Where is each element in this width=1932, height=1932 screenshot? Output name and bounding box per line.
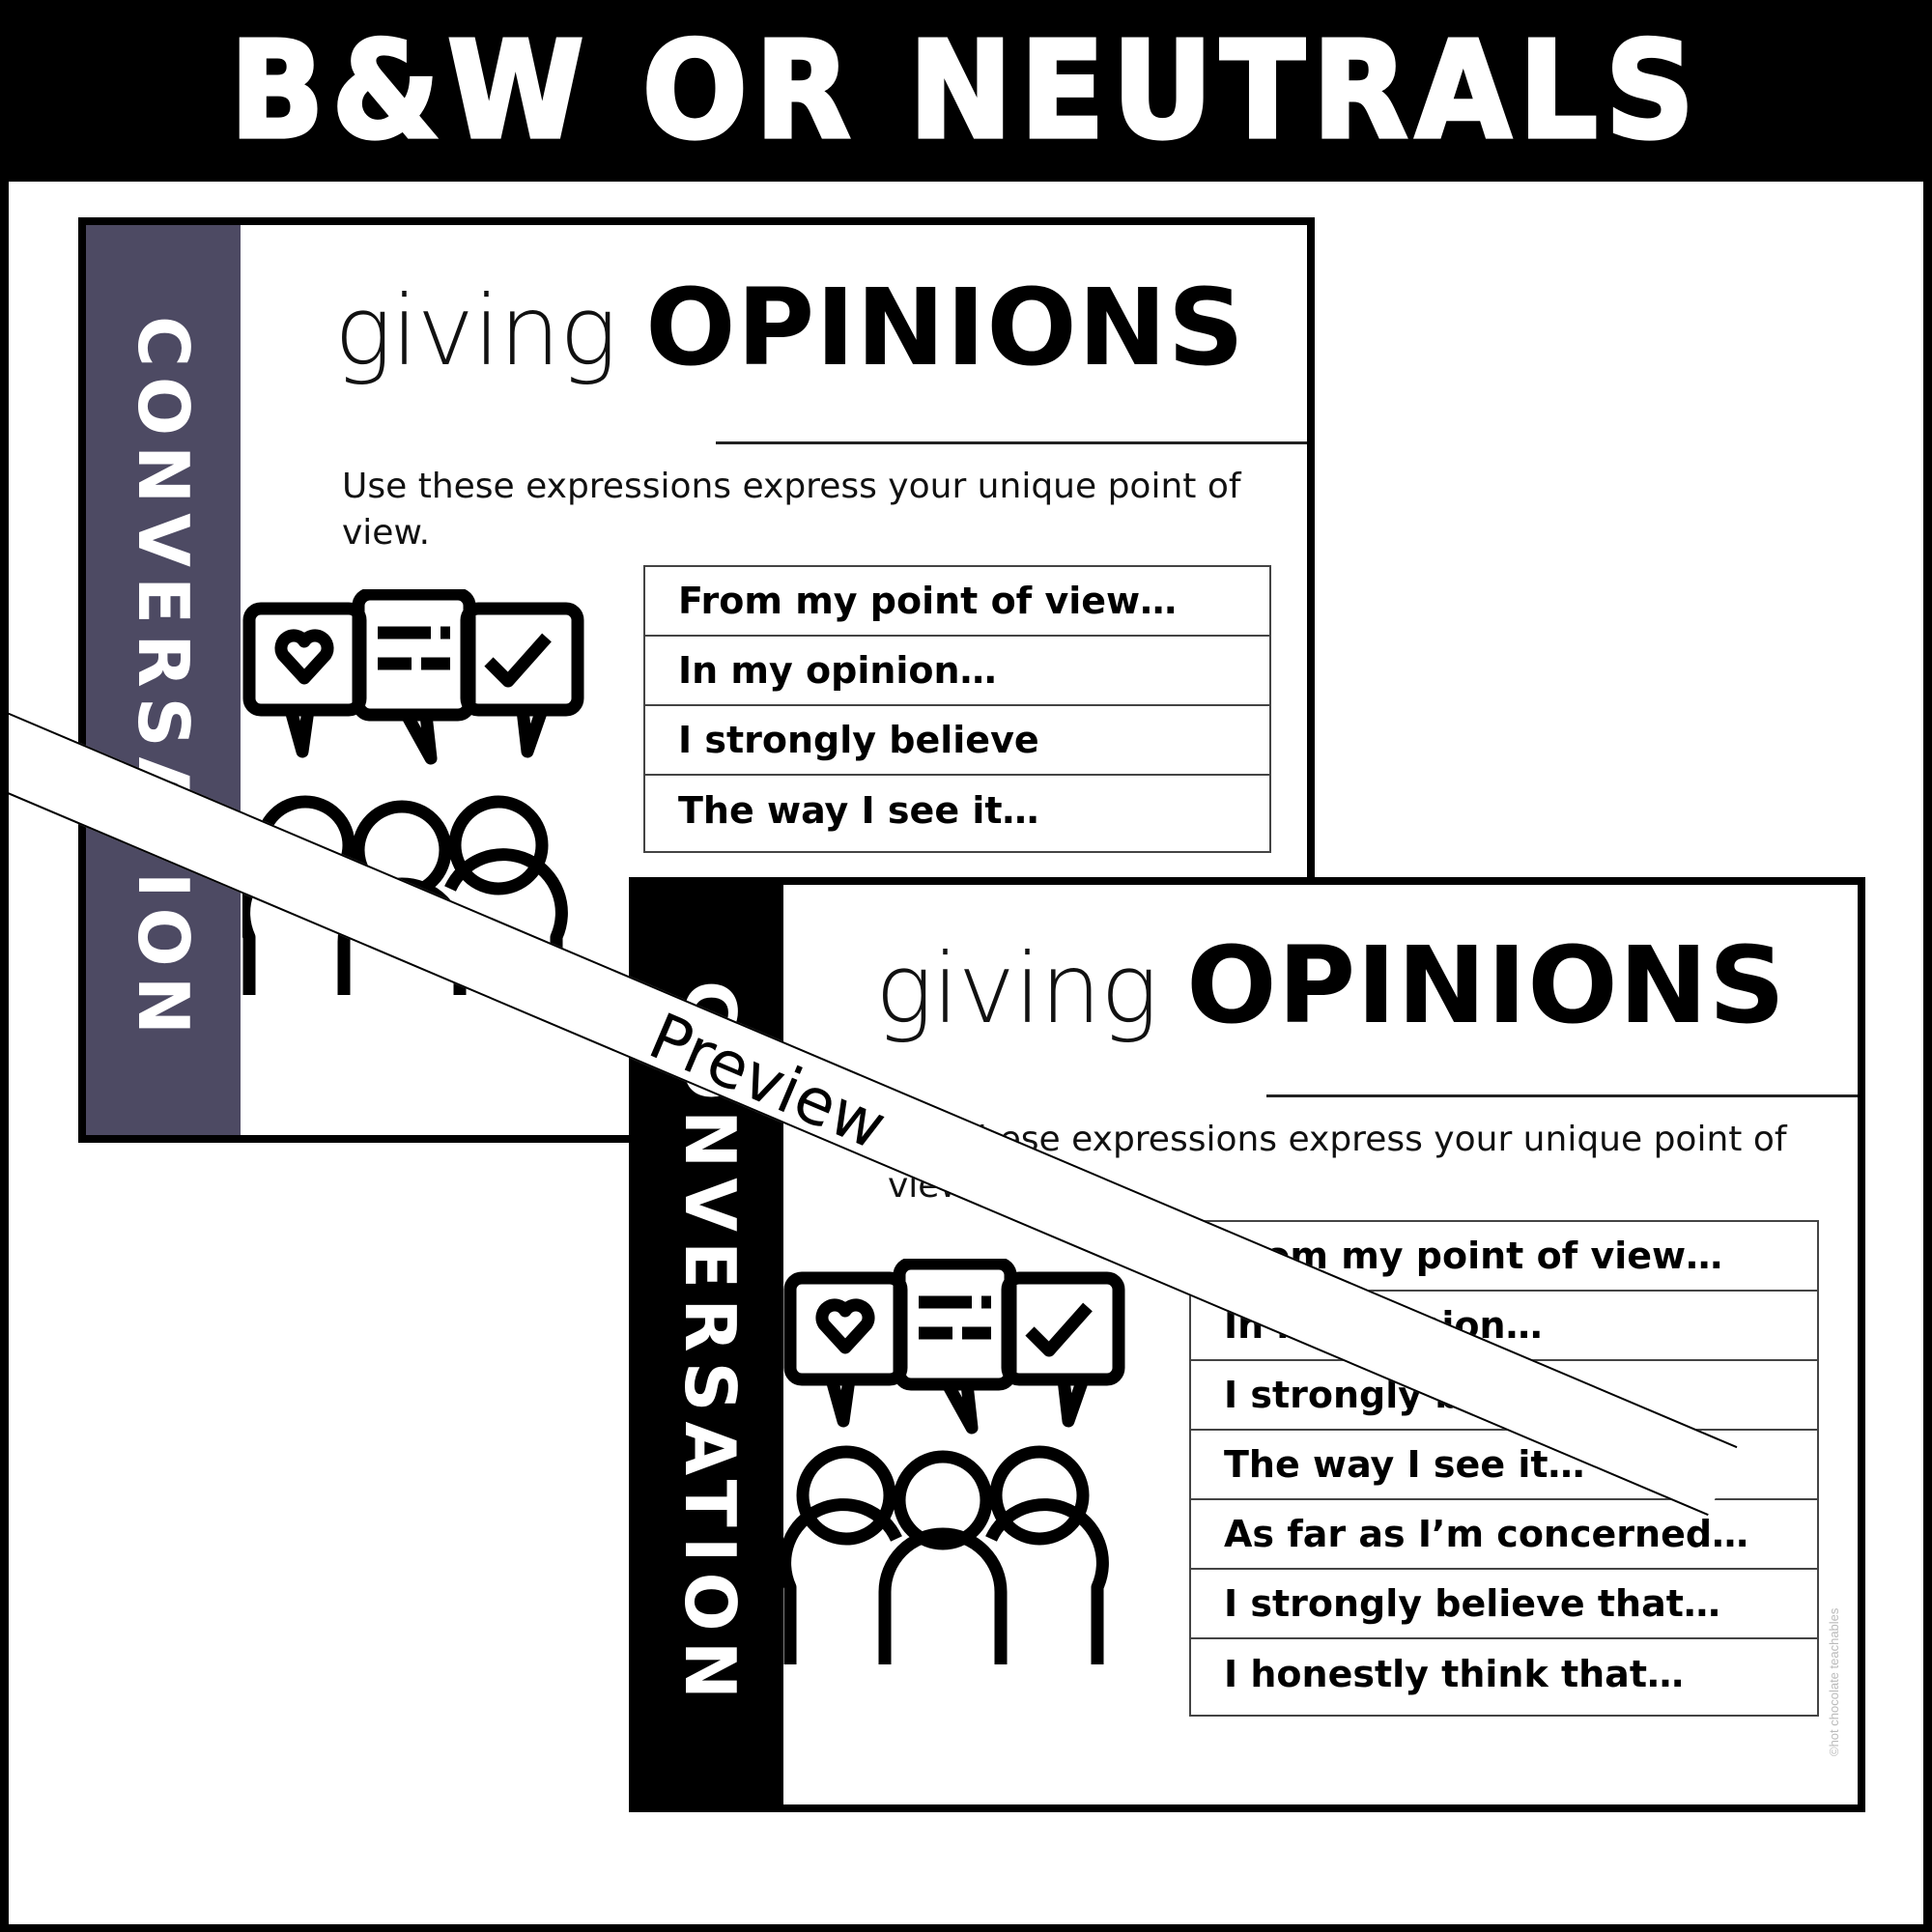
conversation-illustration-icon — [783, 1259, 1125, 1664]
page-title: B&W OR NEUTRALS — [228, 11, 1703, 170]
heart-bubble-icon — [783, 1271, 908, 1428]
sidebar-label: CONVERSATION — [123, 315, 205, 1045]
phrase-row: I honestly think that… — [1224, 1653, 1684, 1695]
header-banner: B&W OR NEUTRALS — [0, 0, 1932, 182]
phrase-row: From my point of view… — [1191, 1222, 1817, 1292]
phrase-row: I strongly believe that… — [1191, 1570, 1817, 1639]
text-bubble-icon — [893, 1259, 1017, 1435]
phrase-row: As far as I’m concerned… — [1191, 1500, 1817, 1570]
title-underline — [716, 441, 1307, 444]
phrase-row: I strongly believe — [645, 706, 1269, 776]
phrase-row: From my point of view… — [645, 567, 1269, 637]
phrase-row: The way I see it… — [1191, 1431, 1817, 1500]
phrase-row: In my opinion… — [645, 637, 1269, 706]
checkmark-bubble-icon — [460, 602, 584, 758]
checkmark-bubble-icon — [1001, 1271, 1125, 1428]
back-card-sidebar: CONVERSATION — [86, 225, 241, 1135]
intro-text: Use these expressions express your uniqu… — [342, 467, 1241, 553]
group-of-people-icon — [783, 1445, 1109, 1664]
phrase-row: The way I see it… — [678, 789, 1039, 832]
phrase-table: From my point of view… In my opinion… I … — [643, 565, 1271, 853]
text-bubble-icon — [352, 589, 476, 765]
title-underline — [1266, 1094, 1858, 1097]
heart-bubble-icon — [242, 602, 367, 758]
copyright-text: ©hot chocolate teachables — [1827, 1607, 1841, 1756]
